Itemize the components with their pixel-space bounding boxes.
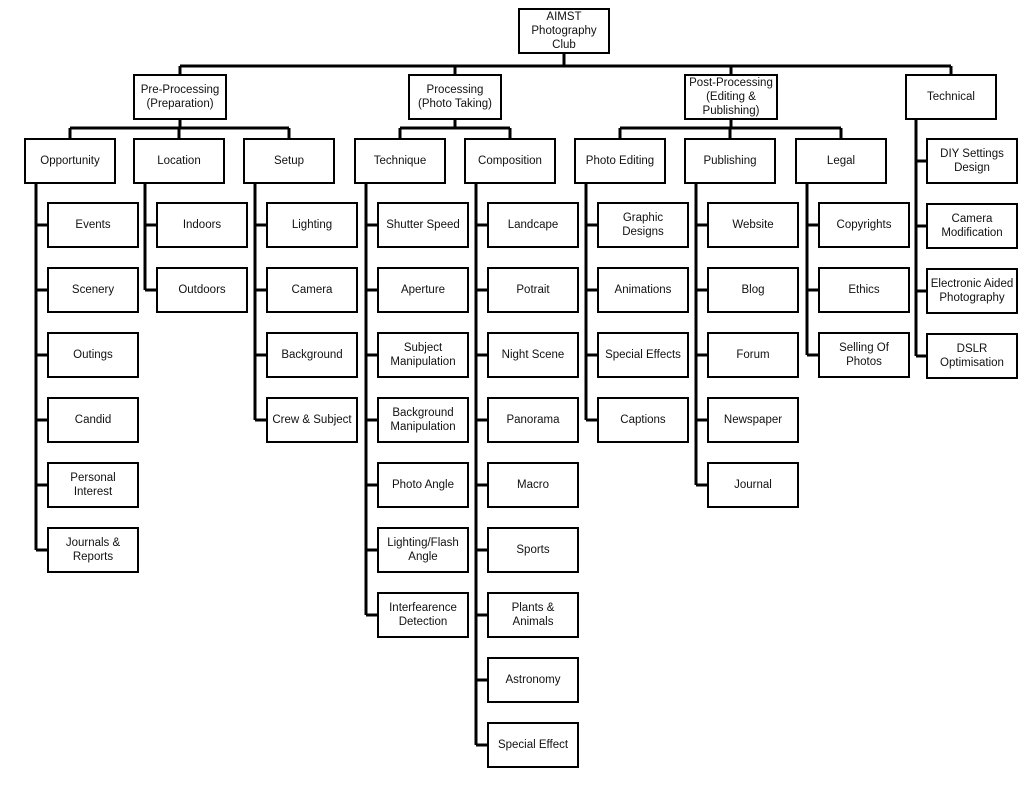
opportunity-item: Events	[47, 202, 139, 248]
technique-item: Shutter Speed	[377, 202, 469, 248]
group-opportunity: Opportunity	[24, 138, 116, 184]
location-item: Outdoors	[156, 267, 248, 313]
branch-technical: Technical	[905, 74, 997, 120]
composition-item: Landcape	[487, 202, 579, 248]
group-location: Location	[133, 138, 225, 184]
composition-item: Plants & Animals	[487, 592, 579, 638]
composition-item: Night Scene	[487, 332, 579, 378]
technique-item: Aperture	[377, 267, 469, 313]
setup-item: Background	[266, 332, 358, 378]
legal-item: Ethics	[818, 267, 910, 313]
publishing-item: Newspaper	[707, 397, 799, 443]
photo-editing-item: Animations	[597, 267, 689, 313]
technical-item: Electronic Aided Photography	[926, 268, 1018, 314]
branch-processing: Processing (Photo Taking)	[408, 74, 502, 120]
location-item: Indoors	[156, 202, 248, 248]
branch-pre: Pre-Processing (Preparation)	[133, 74, 227, 120]
photo-editing-item: Captions	[597, 397, 689, 443]
group-composition: Composition	[464, 138, 556, 184]
technical-item: DIY Settings Design	[926, 138, 1018, 184]
publishing-item: Website	[707, 202, 799, 248]
photo-editing-item: Graphic Designs	[597, 202, 689, 248]
technique-item: Background Manipulation	[377, 397, 469, 443]
group-publishing: Publishing	[684, 138, 776, 184]
composition-item: Sports	[487, 527, 579, 573]
group-legal: Legal	[795, 138, 887, 184]
opportunity-item: Scenery	[47, 267, 139, 313]
technique-item: Subject Manipulation	[377, 332, 469, 378]
publishing-item: Blog	[707, 267, 799, 313]
technique-item: Photo Angle	[377, 462, 469, 508]
photo-editing-item: Special Effects	[597, 332, 689, 378]
legal-item: Copyrights	[818, 202, 910, 248]
technique-item: Lighting/Flash Angle	[377, 527, 469, 573]
technical-item: DSLR Optimisation	[926, 333, 1018, 379]
composition-item: Potrait	[487, 267, 579, 313]
composition-item: Special Effect	[487, 722, 579, 768]
opportunity-item: Journals & Reports	[47, 527, 139, 573]
setup-item: Crew & Subject	[266, 397, 358, 443]
technique-item: Interfearence Detection	[377, 592, 469, 638]
opportunity-item: Candid	[47, 397, 139, 443]
group-photo-editing: Photo Editing	[574, 138, 666, 184]
setup-item: Lighting	[266, 202, 358, 248]
publishing-item: Journal	[707, 462, 799, 508]
composition-item: Panorama	[487, 397, 579, 443]
publishing-item: Forum	[707, 332, 799, 378]
setup-item: Camera	[266, 267, 358, 313]
branch-post: Post-Processing (Editing & Publishing)	[684, 74, 778, 120]
group-technique: Technique	[354, 138, 446, 184]
opportunity-item: Personal Interest	[47, 462, 139, 508]
composition-item: Astronomy	[487, 657, 579, 703]
technical-item: Camera Modification	[926, 203, 1018, 249]
group-setup: Setup	[243, 138, 335, 184]
composition-item: Macro	[487, 462, 579, 508]
legal-item: Selling Of Photos	[818, 332, 910, 378]
root-node: AIMST Photography Club	[518, 8, 610, 54]
opportunity-item: Outings	[47, 332, 139, 378]
